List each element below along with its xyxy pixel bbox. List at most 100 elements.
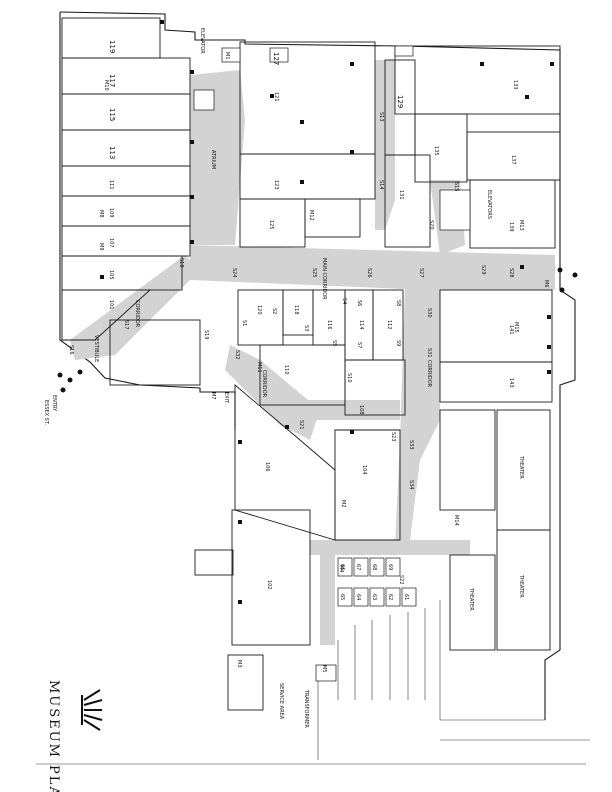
marker-s4: S4 [341,298,347,304]
marker-s8: S8 [395,300,401,306]
mech-m13: M13 [518,220,524,231]
marker-s19: S19 [203,330,209,340]
main-corridor [190,245,555,290]
label-118: 118 [293,305,299,315]
unit-64 [353,587,369,607]
mech-m3: M3 [236,660,242,668]
small-unit-labels: 65 64 63 62 61 66 67 68 69 [339,564,409,600]
logo-fan-icon [81,689,103,731]
label-133: 133 [512,80,518,90]
marker-s6: S6 [356,300,362,306]
label-109: 109 [108,208,114,218]
label-theater-2: THEATER [518,574,524,598]
label-115: 115 [108,108,116,121]
marker-s9: S9 [395,340,401,346]
landscape-dots [57,267,578,393]
unit-127-tag [269,47,289,63]
label-corridor-center: CORRIDOR [261,370,267,398]
marker-s22: S22 [398,575,404,585]
unit-108 [344,359,406,416]
label-135: 135 [433,146,439,156]
unit-69 [385,557,401,577]
label-corridor-left: CORRIDOR [134,300,140,328]
label-117: 117 [108,74,116,87]
label-108: 108 [358,405,364,415]
unit-mech-south [227,654,264,711]
label-vestibule: VESTIBULE [93,335,99,362]
label-116: 116 [326,320,332,330]
unit-61 [401,587,417,607]
marker-s10: S10 [346,373,352,383]
label-120: 120 [256,305,262,315]
label-transformer: TRANSFORMER [303,689,309,728]
unit-111 [61,165,191,197]
service-lines [315,600,590,760]
marker-s29: S29 [480,265,486,275]
unit-102 [231,509,311,646]
marker-s28: S28 [508,268,514,278]
marker-s7: S7 [356,342,362,348]
transformer-box [315,664,337,682]
mech-m7: M7 [210,392,216,400]
label-61: 61 [403,594,409,600]
label-theater-3: THEATER [468,587,474,611]
unit-141 [439,289,553,363]
west-units [61,17,191,341]
label-entry: ENTRY [51,395,57,412]
unit-104 [334,429,401,541]
marker-s3: S3 [303,325,309,331]
unit-145-block [439,409,496,511]
label-111: 111 [108,180,114,190]
unit-109 [61,195,191,227]
label-137: 137 [510,155,516,165]
marker-s27: S27 [418,268,424,278]
unit-63 [369,587,385,607]
unit-labels: 119 117 115 113 111 109 107 105 101 121 … [108,40,518,590]
unit-65 [337,587,353,607]
mech-m10: M10 [103,80,109,91]
atrium-corridor [190,70,245,245]
small-units-strip [337,557,417,607]
label-125: 125 [268,220,274,230]
label-atrium: ATRIUM [210,150,216,169]
unit-67 [353,557,369,577]
building-outline-north-east [59,11,576,720]
label-elevators: ELEVATORS [486,190,492,219]
marker-s23: S23 [390,432,396,442]
label-69: 69 [387,564,393,570]
marker-s2: S2 [271,308,277,314]
marker-s20: S20 [428,220,434,230]
label-elevator: ELEVATOR [199,28,205,54]
unit-120 [237,289,284,346]
cross-corridor [300,400,400,420]
unit-113 [61,129,191,167]
label-141: 141 [508,325,514,335]
marker-s30: S30 [426,308,432,318]
marker-s5: S5 [331,340,337,346]
label-112: 112 [386,320,392,330]
mech-labels: M8 M9 M10 M12 M15 M13 M11 M7 M6 M5 M3 M4… [98,52,549,673]
marker-s16: S16 [68,345,74,355]
label-corridor-right: CORRIDOR [426,360,432,388]
label-65: 65 [339,594,345,600]
label-64: 64 [355,594,361,600]
mech-m11: M11 [256,362,262,373]
unit-117 [61,57,191,95]
label-104: 104 [361,465,367,475]
mech-m5: M5 [321,665,327,673]
north-units [239,41,561,249]
mech-m12: M12 [308,210,314,221]
corridors [70,60,555,645]
marker-s17: S17 [123,320,129,330]
label-113: 113 [108,146,116,159]
label-107: 107 [108,238,114,248]
mech-m6: M6 [543,280,549,288]
label-139: 139 [508,222,514,232]
label-101: 101 [108,300,114,310]
corridor-right [395,285,440,545]
mech-m14: M14 [453,515,459,526]
mech-m15: M15 [513,322,519,333]
south-units [109,289,553,711]
mech-m2: M2 [340,500,346,508]
